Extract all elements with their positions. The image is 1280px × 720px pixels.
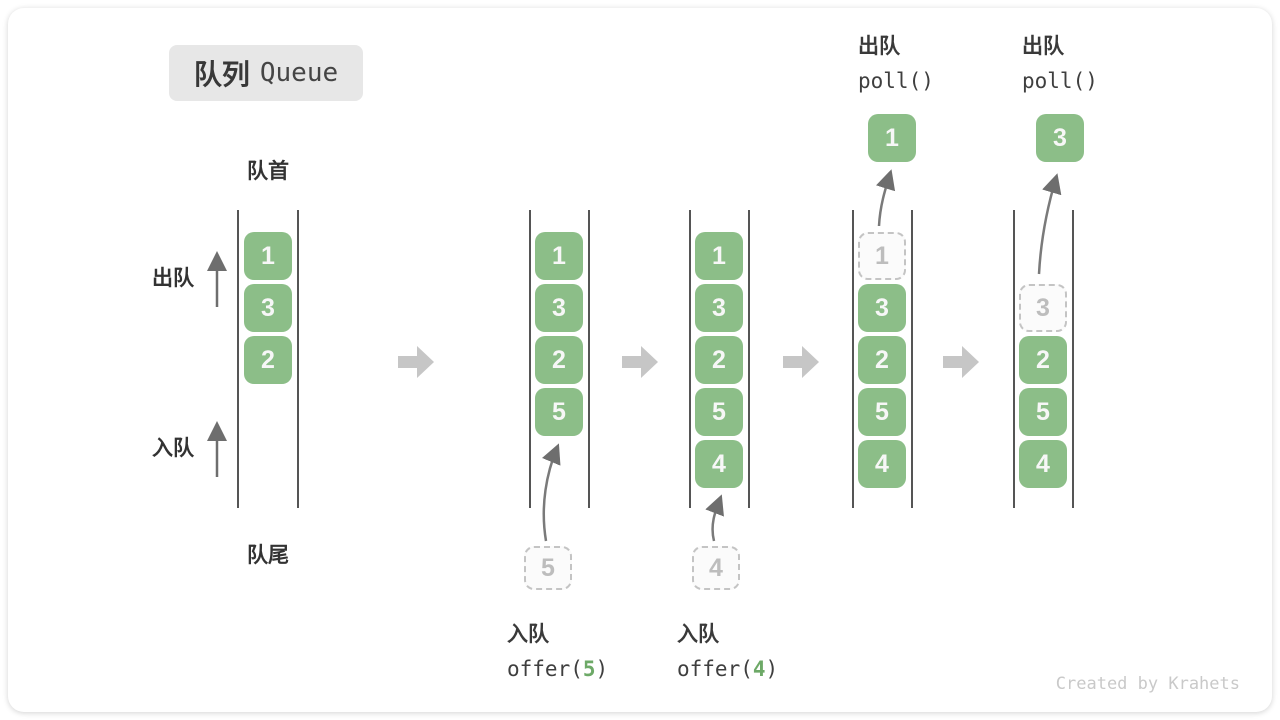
channel-5-left-wall xyxy=(1013,210,1015,508)
channel-4-right-wall xyxy=(911,210,913,508)
channel-1-left-wall xyxy=(237,210,239,508)
popped-item: 3 xyxy=(1036,114,1084,162)
queue-item: 3 xyxy=(858,284,906,332)
queue-item: 1 xyxy=(695,232,743,280)
offer-fn: offer( xyxy=(507,657,583,681)
offer-action-text: 入队 xyxy=(507,623,549,646)
queue-item: 2 xyxy=(858,336,906,384)
offer-operation-label-1: 入队 offer(5) xyxy=(507,618,608,681)
offer-operation-label-2: 入队 offer(4) xyxy=(677,618,778,681)
queue-item: 5 xyxy=(858,388,906,436)
poll-code-text: poll() xyxy=(858,69,934,93)
title-en: Queue xyxy=(259,58,339,88)
queue-item: 3 xyxy=(695,284,743,332)
queue-item: 5 xyxy=(1019,388,1067,436)
incoming-item-placeholder: 5 xyxy=(524,546,572,590)
queue-item: 5 xyxy=(535,388,583,436)
channel-4-left-wall xyxy=(852,210,854,508)
title-zh: 队列 xyxy=(193,59,250,90)
title-badge: 队列 Queue xyxy=(169,45,363,101)
incoming-item-placeholder: 4 xyxy=(692,546,740,590)
removed-item-placeholder: 3 xyxy=(1019,284,1067,332)
poll-action-text: 出队 xyxy=(858,35,900,58)
channel-3-left-wall xyxy=(689,210,691,508)
queue-item: 2 xyxy=(244,336,292,384)
enqueue-side-label: 入队 xyxy=(152,437,194,460)
queue-item: 2 xyxy=(535,336,583,384)
offer-close: ) xyxy=(765,657,779,681)
channel-1-right-wall xyxy=(297,210,299,508)
poll-action-text: 出队 xyxy=(1022,35,1064,58)
channel-5-right-wall xyxy=(1072,210,1074,508)
poll-operation-label-1: 出队 poll() xyxy=(858,30,934,93)
queue-item: 4 xyxy=(695,440,743,488)
queue-item: 4 xyxy=(1019,440,1067,488)
offer-code-text: offer(4) xyxy=(677,657,778,681)
offer-arg: 4 xyxy=(752,657,766,681)
watermark-credit: Created by Krahets xyxy=(1055,674,1240,694)
queue-item: 1 xyxy=(535,232,583,280)
offer-arg: 5 xyxy=(582,657,596,681)
queue-item: 1 xyxy=(244,232,292,280)
queue-item: 2 xyxy=(695,336,743,384)
channel-2-right-wall xyxy=(588,210,590,508)
queue-item: 4 xyxy=(858,440,906,488)
queue-item: 5 xyxy=(695,388,743,436)
offer-code-text: offer(5) xyxy=(507,657,608,681)
channel-2-left-wall xyxy=(529,210,531,508)
front-label: 队首 xyxy=(247,160,289,183)
rear-label: 队尾 xyxy=(247,544,289,567)
offer-fn: offer( xyxy=(677,657,753,681)
poll-operation-label-2: 出队 poll() xyxy=(1022,30,1098,93)
dequeue-side-label: 出队 xyxy=(152,267,194,290)
poll-code-text: poll() xyxy=(1022,69,1098,93)
channel-3-right-wall xyxy=(748,210,750,508)
removed-item-placeholder: 1 xyxy=(858,232,906,280)
offer-close: ) xyxy=(595,657,609,681)
diagram-card xyxy=(8,8,1272,712)
popped-item: 1 xyxy=(868,114,916,162)
queue-item: 3 xyxy=(535,284,583,332)
offer-action-text: 入队 xyxy=(677,623,719,646)
queue-item: 2 xyxy=(1019,336,1067,384)
queue-item: 3 xyxy=(244,284,292,332)
